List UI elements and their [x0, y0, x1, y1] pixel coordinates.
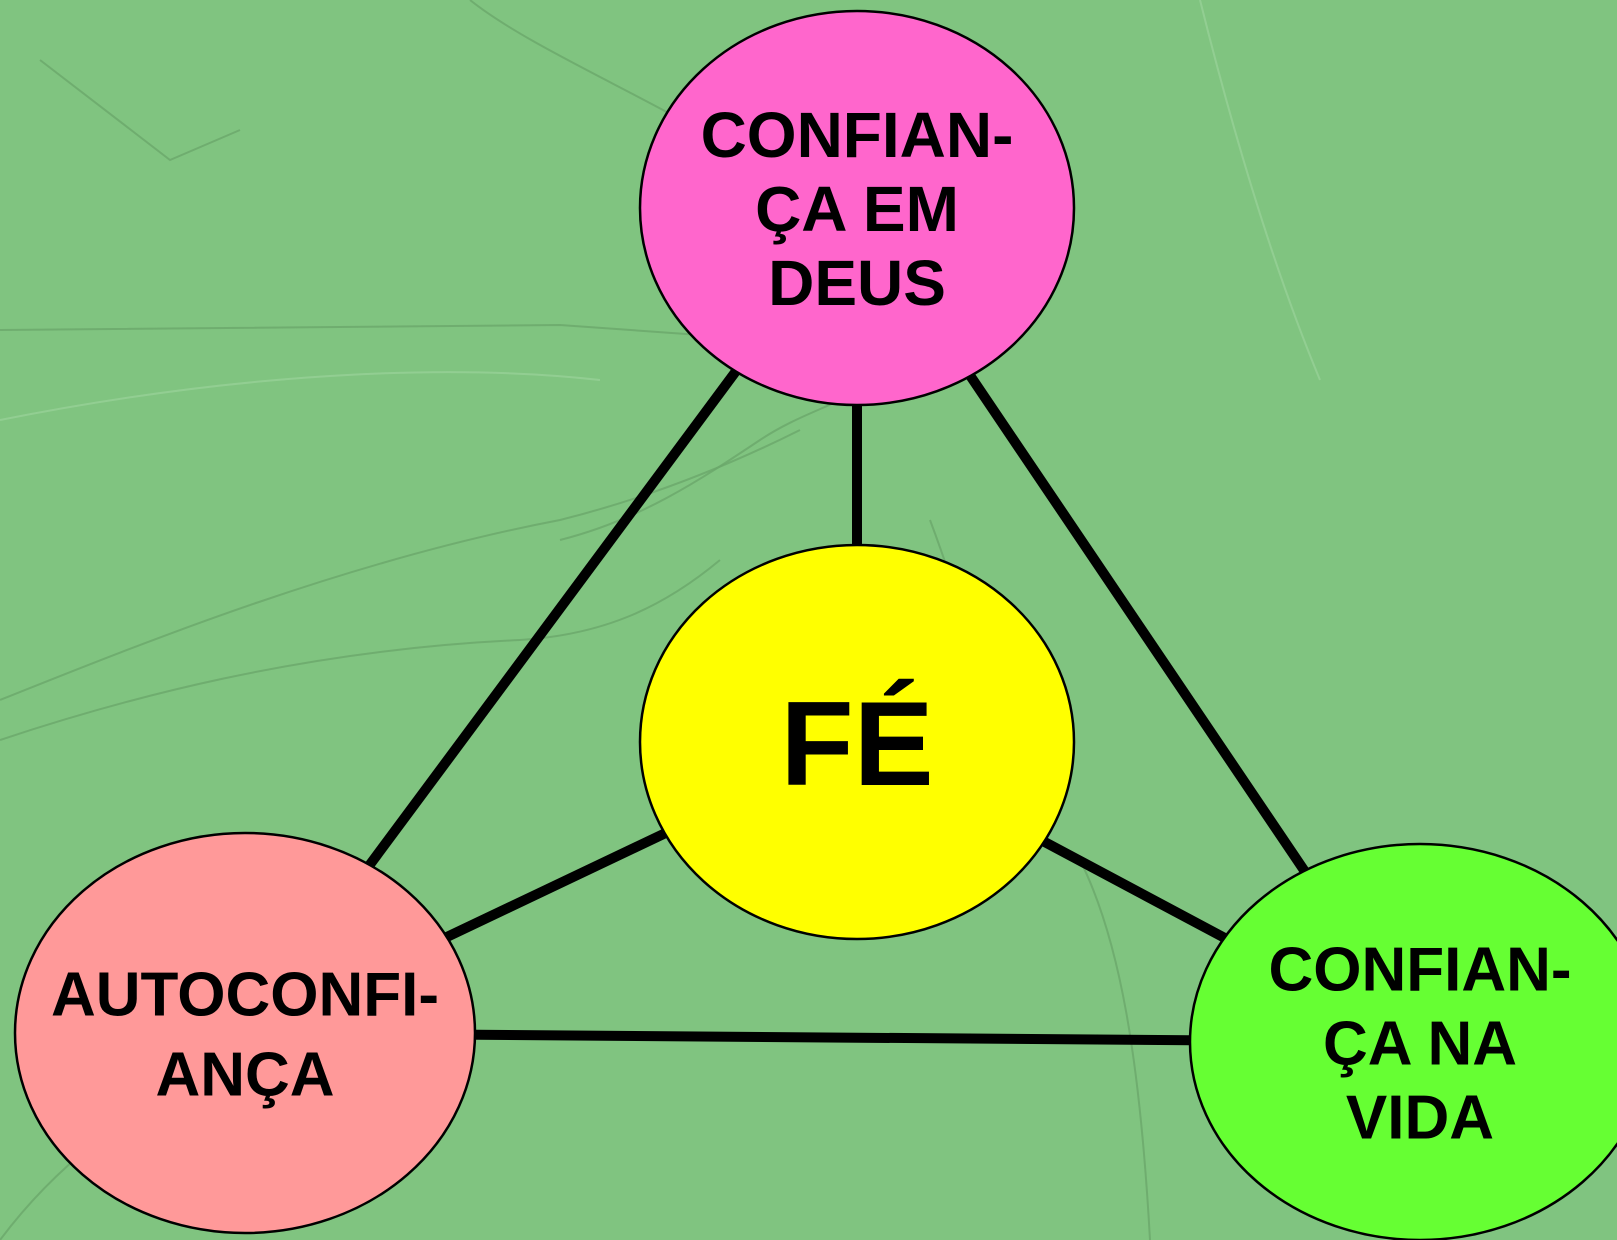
node-right-label-line: ÇA NA — [1323, 1009, 1517, 1078]
node-center-label-line: FÉ — [780, 677, 933, 811]
node-right-label-line: CONFIAN- — [1268, 935, 1571, 1004]
nodes: CONFIAN-ÇA EMDEUSFÉAUTOCONFI-ANÇACONFIAN… — [13, 9, 1617, 1240]
node-right-label-line: VIDA — [1346, 1083, 1494, 1152]
node-left-label-line: ANÇA — [155, 1040, 334, 1109]
node-center: FÉ — [638, 543, 1076, 941]
node-top-circle — [638, 9, 1076, 407]
node-top-label-line: ÇA EM — [755, 173, 959, 245]
background-texture — [0, 0, 1321, 1240]
node-left-label-line: AUTOCONFI- — [51, 960, 439, 1029]
node-top-label-line: CONFIAN- — [701, 99, 1014, 171]
node-left: AUTOCONFI- ANÇA — [13, 831, 477, 1235]
node-right-circle — [1188, 842, 1617, 1240]
node-top-label-line: DEUS — [768, 247, 946, 319]
node-left-circle — [13, 831, 477, 1235]
node-center-circle — [638, 543, 1076, 941]
